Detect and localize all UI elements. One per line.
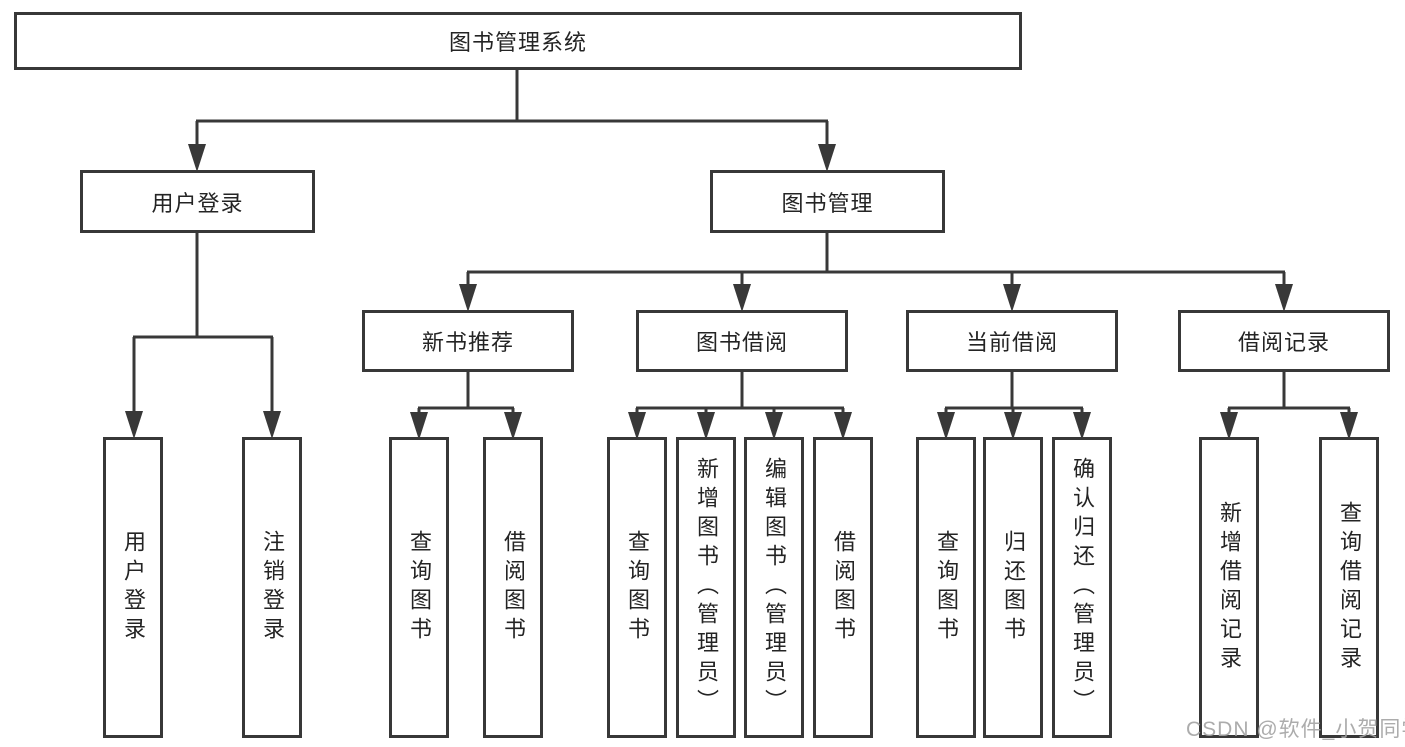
leaf-user-login: 用户登录 <box>103 437 163 738</box>
arrow-down-icon <box>697 412 715 440</box>
arrow-down-icon <box>765 412 783 440</box>
leaf-add-borrow-record: 新增借阅记录 <box>1199 437 1259 738</box>
connector-user-login-to-leaves <box>132 233 274 413</box>
connector-recommend-to-leaves <box>417 372 515 415</box>
node-new-book-recommend: 新书推荐 <box>362 310 574 372</box>
arrow-down-icon <box>818 144 836 172</box>
node-book-management: 图书管理 <box>710 170 945 233</box>
connector-root-to-level2 <box>195 70 829 146</box>
arrow-down-icon <box>263 411 281 439</box>
arrow-down-icon <box>1340 412 1358 440</box>
arrow-down-icon <box>504 412 522 440</box>
connector-current-to-leaves <box>944 372 1084 415</box>
arrow-down-icon <box>937 412 955 440</box>
node-library-system: 图书管理系统 <box>14 12 1022 70</box>
arrow-down-icon <box>1275 284 1293 312</box>
arrow-down-icon <box>1220 412 1238 440</box>
arrow-down-icon <box>733 284 751 312</box>
arrow-down-icon <box>459 284 477 312</box>
leaf-query-books-recommend: 查询图书 <box>389 437 449 738</box>
leaf-confirm-return-admin: 确认归还（管理员） <box>1052 437 1112 738</box>
arrow-down-icon <box>1073 412 1091 440</box>
leaf-add-books-admin: 新增图书（管理员） <box>676 437 736 738</box>
node-borrow-records: 借阅记录 <box>1178 310 1390 372</box>
connector-records-to-leaves <box>1227 372 1351 415</box>
leaf-borrow-books-recommend: 借阅图书 <box>483 437 543 738</box>
arrow-down-icon <box>1004 412 1022 440</box>
watermark-text: CSDN @软件_小贺同学 <box>1186 718 1405 741</box>
connector-book-management-to-level3 <box>466 233 1286 288</box>
leaf-query-books-borrow: 查询图书 <box>607 437 667 738</box>
node-current-borrow: 当前借阅 <box>906 310 1118 372</box>
arrow-down-icon <box>1003 284 1021 312</box>
arrow-down-icon <box>125 411 143 439</box>
arrow-down-icon <box>410 412 428 440</box>
node-user-login: 用户登录 <box>80 170 315 233</box>
arrow-down-icon <box>834 412 852 440</box>
leaf-logout: 注销登录 <box>242 437 302 738</box>
leaf-query-borrow-record: 查询借阅记录 <box>1319 437 1379 738</box>
node-book-borrow: 图书借阅 <box>636 310 848 372</box>
leaf-edit-books-admin: 编辑图书（管理员） <box>744 437 804 738</box>
connector-borrow-to-leaves <box>635 372 845 415</box>
leaf-query-books-current: 查询图书 <box>916 437 976 738</box>
leaf-borrow-books: 借阅图书 <box>813 437 873 738</box>
leaf-return-books: 归还图书 <box>983 437 1043 738</box>
arrow-down-icon <box>628 412 646 440</box>
arrow-down-icon <box>188 144 206 172</box>
